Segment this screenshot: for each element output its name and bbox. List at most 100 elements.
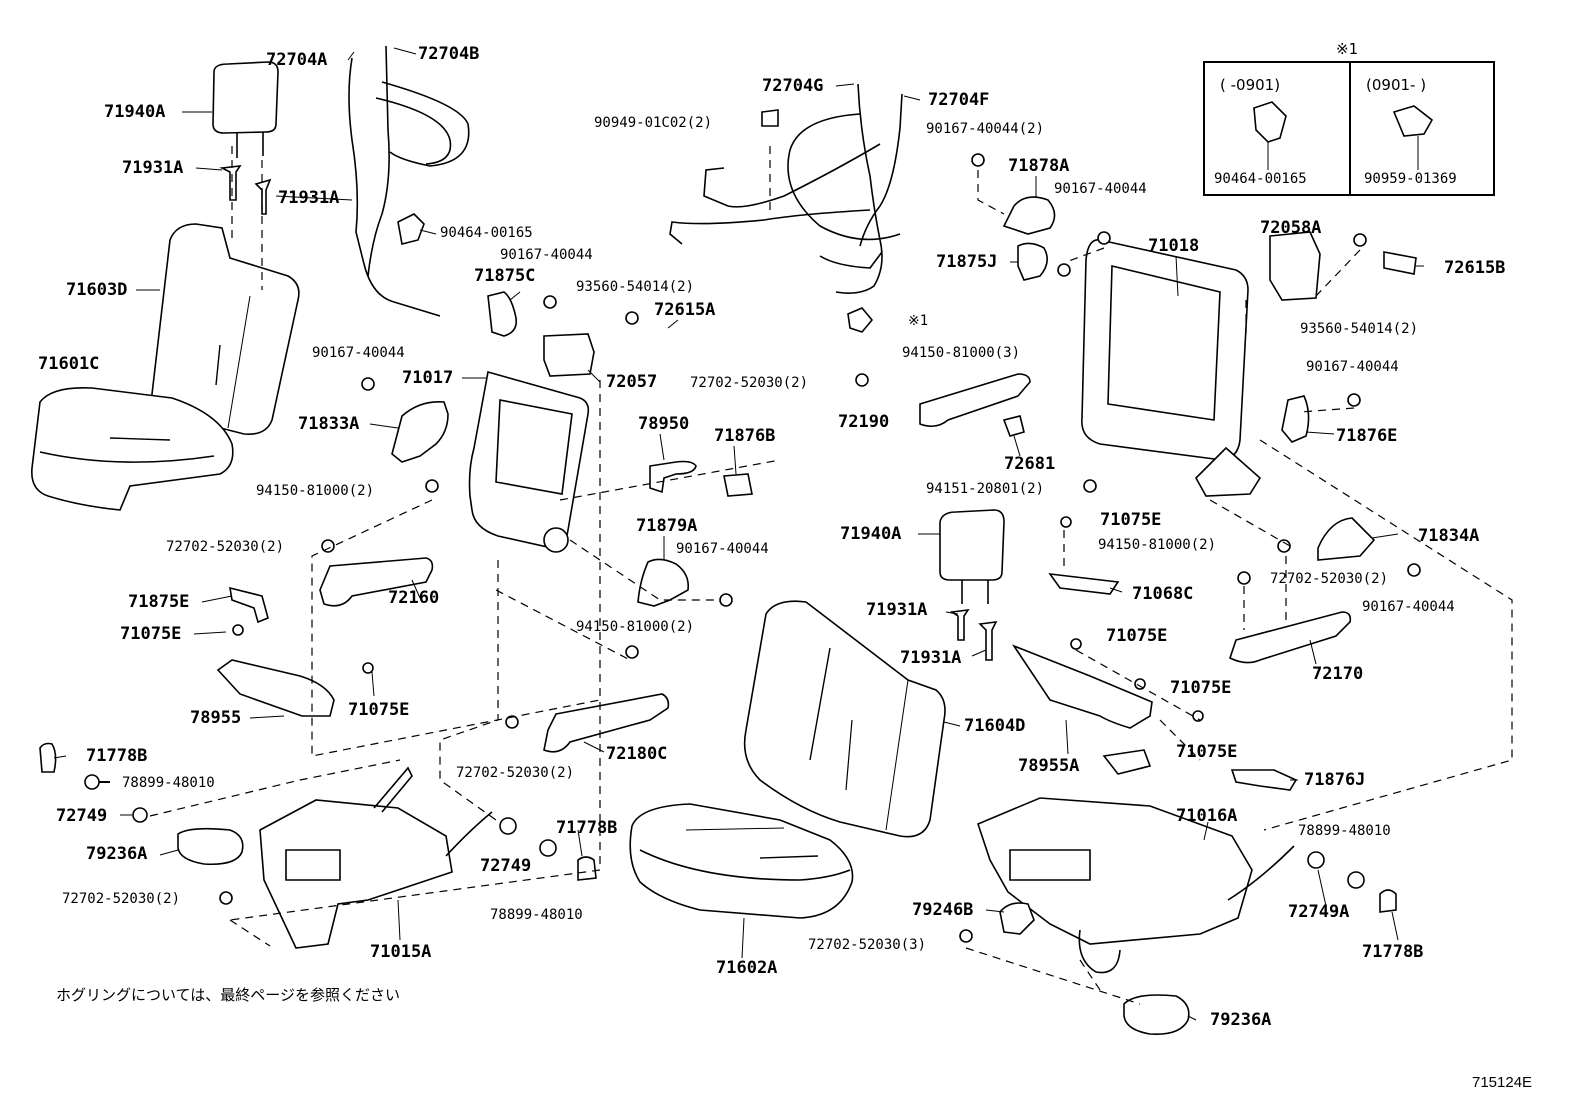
part-label: 72058A (1260, 218, 1322, 238)
bracket-71876j (1230, 769, 1298, 791)
inset-left-part: 90464-00165 (1214, 171, 1307, 187)
part-label: 71876J (1304, 770, 1366, 790)
part-label: 78899-48010 (1298, 823, 1391, 839)
part-label: 72702-52030(2) (690, 375, 809, 391)
part-label: 71834A (1418, 526, 1480, 546)
nut-72749-mid (499, 817, 517, 835)
plate-78955 (216, 659, 335, 717)
part-label: 71878A (1008, 156, 1070, 176)
part-label: 78955 (190, 708, 242, 728)
clip-90464-00165-left (397, 213, 425, 245)
part-label: 71075E (120, 624, 182, 644)
part-label: 72702-52030(2) (166, 539, 285, 555)
cover-71879a (637, 558, 690, 607)
part-label: 90167-40044 (500, 247, 593, 263)
part-label: 71075E (348, 700, 410, 720)
part-label: 71068C (1132, 584, 1194, 604)
part-label: 71601C (38, 354, 100, 374)
adjuster-72160 (319, 557, 434, 607)
inset-divider (1349, 61, 1351, 196)
part-label: 71602A (716, 958, 778, 978)
part-label: 71778B (86, 746, 148, 766)
left-headrest (212, 61, 279, 158)
part-label: 72615B (1444, 258, 1506, 278)
part-label: 72160 (388, 588, 440, 608)
bolt-78899-48010-left (84, 774, 110, 790)
part-label: 90167-40044 (1054, 181, 1147, 197)
part-label: 78899-48010 (122, 775, 215, 791)
lock-72058a (1269, 231, 1321, 301)
part-label: 71875J (936, 252, 998, 272)
inset-left-range: ( -0901) (1220, 76, 1281, 94)
right-seat-cushion-cover-71602a (629, 803, 854, 919)
part-label: 71075E (1106, 626, 1168, 646)
part-label: 94151-20801(2) (926, 481, 1045, 497)
inset-clip-90959-01369 (1392, 105, 1434, 170)
part-label: 71015A (370, 942, 432, 962)
part-label: 71876B (714, 426, 776, 446)
part-label: 72702-52030(3) (808, 937, 927, 953)
part-label: 72170 (1312, 664, 1364, 684)
cover-71876e (1281, 395, 1310, 443)
part-label: 71833A (298, 414, 360, 434)
cover-79236a-right (1123, 994, 1190, 1036)
seat-frame-71015a (259, 766, 493, 949)
cap-71778b-right (1379, 889, 1397, 913)
part-label: 71940A (104, 102, 166, 122)
bracket-71876b (723, 473, 753, 497)
inset-clip-90464-00165 (1253, 101, 1287, 170)
part-label: 71778B (556, 818, 618, 838)
part-label: 72057 (606, 372, 658, 392)
part-label: 71604D (964, 716, 1026, 736)
part-label: 71603D (66, 280, 128, 300)
plate-78955a (1011, 644, 1153, 775)
part-label: 94150-81000(2) (576, 619, 695, 635)
part-label: 78955A (1018, 756, 1080, 776)
cover-71878a (1002, 196, 1056, 235)
lock-box-72057 (543, 333, 595, 377)
part-label: 94150-81000(2) (256, 483, 375, 499)
nut-72749a (1307, 851, 1325, 869)
part-label: 72190 (838, 412, 890, 432)
part-label: 93560-54014(2) (576, 279, 695, 295)
part-label: 72749A (1288, 902, 1350, 922)
cover-79236a-left (177, 827, 244, 866)
part-label: 90167-40044 (1306, 359, 1399, 375)
part-label: 90167-40044 (1362, 599, 1455, 615)
part-label: 79246B (912, 900, 974, 920)
part-label: 71018 (1148, 236, 1200, 256)
adjuster-72180c (543, 693, 670, 753)
left-seatback-frame-71017 (468, 370, 590, 553)
inset-mark: ※1 (1336, 40, 1359, 58)
cover-71834a (1317, 517, 1376, 561)
part-label: 72704G (762, 76, 824, 96)
part-label: 72704B (418, 44, 480, 64)
part-label: 72704F (928, 90, 990, 110)
inset-right-range: (0901- ) (1366, 76, 1427, 94)
part-label: 94150-81000(3) (902, 345, 1021, 361)
bolt-78899-48010-mid (539, 839, 557, 857)
part-label: 71931A (278, 188, 340, 208)
cover-71833a (391, 400, 449, 463)
part-label: ※1 (908, 313, 929, 329)
reclining-cover-71875c (487, 291, 518, 337)
part-label: 71778B (1362, 942, 1424, 962)
part-label: 93560-54014(2) (1300, 321, 1419, 337)
part-label: 71016A (1176, 806, 1238, 826)
part-label: 78950 (638, 414, 690, 434)
part-label: 79236A (1210, 1010, 1272, 1030)
part-label: 90167-40044(2) (926, 121, 1045, 137)
clip-ref1 (847, 307, 874, 333)
part-label: 72180C (606, 744, 668, 764)
part-label: 71875E (128, 592, 190, 612)
bracket-71875e (229, 586, 269, 624)
part-label: 90167-40044 (676, 541, 769, 557)
part-label: 90464-00165 (440, 225, 533, 241)
cover-79246b (999, 902, 1035, 935)
part-label: 71931A (900, 648, 962, 668)
cover-71875j (1017, 242, 1048, 281)
part-label: 71931A (122, 158, 184, 178)
part-label: 71017 (402, 368, 454, 388)
